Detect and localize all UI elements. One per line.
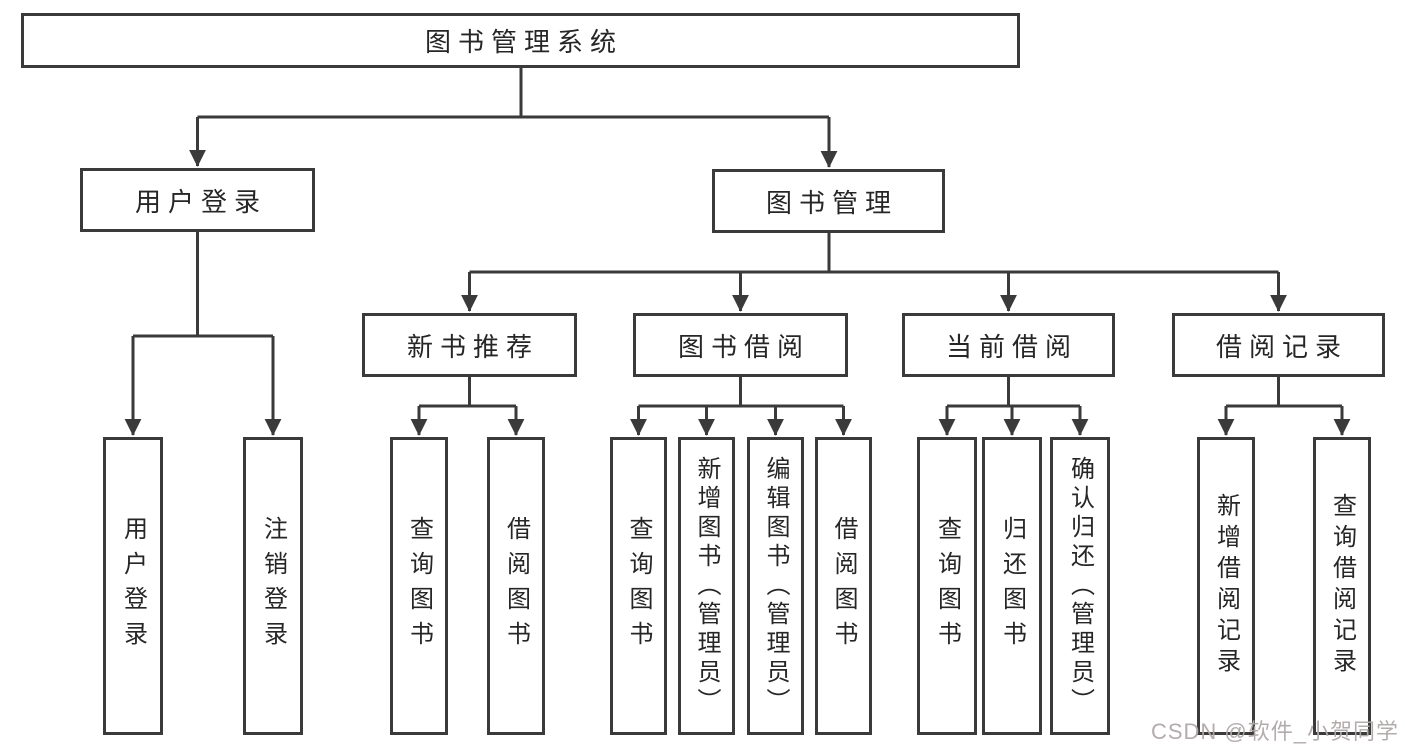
leaf-current-confirm-return-admin: 确认归还（管理员） (1050, 437, 1110, 735)
leaf-label: 用户登录 (119, 516, 147, 656)
leaf-label: 查询图书 (625, 516, 652, 656)
leaf-label: 确认归还（管理员） (1066, 455, 1094, 717)
leaf-records-query-record: 查询借阅记录 (1313, 437, 1371, 735)
node-borrow-records: 借阅记录 (1172, 313, 1385, 377)
node-root: 图书管理系统 (21, 13, 1020, 68)
leaf-borrow-edit-books-admin: 编辑图书（管理员） (747, 437, 804, 735)
leaf-current-return-books: 归还图书 (982, 437, 1042, 735)
node-new-book-recommend: 新书推荐 (362, 313, 577, 377)
leaf-label: 新增借阅记录 (1212, 493, 1240, 679)
leaf-label: 归还图书 (998, 516, 1026, 656)
leaf-label: 查询图书 (405, 516, 433, 656)
leaf-logout: 注销登录 (243, 437, 303, 735)
node-user-login: 用户登录 (80, 168, 315, 232)
leaf-records-add-record: 新增借阅记录 (1197, 437, 1255, 735)
leaf-label: 借阅图书 (830, 516, 857, 656)
leaf-borrow-borrow-books: 借阅图书 (815, 437, 872, 735)
leaf-borrow-add-books-admin: 新增图书（管理员） (678, 437, 735, 735)
leaf-label: 编辑图书（管理员） (762, 455, 789, 717)
node-current-borrow: 当前借阅 (902, 313, 1115, 377)
leaf-newbook-query-books: 查询图书 (390, 437, 448, 735)
leaf-label: 注销登录 (259, 516, 287, 656)
leaf-label: 查询借阅记录 (1328, 493, 1356, 679)
node-book-management: 图书管理 (712, 169, 945, 233)
leaf-label: 借阅图书 (502, 516, 530, 656)
leaf-borrow-query-books: 查询图书 (610, 437, 667, 735)
leaf-newbook-borrow-books: 借阅图书 (487, 437, 545, 735)
node-book-borrow: 图书借阅 (633, 313, 848, 377)
leaf-current-query-books: 查询图书 (917, 437, 977, 735)
csdn-watermark: CSDN @软件_小贺同学 (1150, 719, 1399, 744)
leaf-user-login: 用户登录 (103, 437, 163, 735)
leaf-label: 新增图书（管理员） (693, 455, 720, 717)
leaf-label: 查询图书 (933, 516, 961, 656)
